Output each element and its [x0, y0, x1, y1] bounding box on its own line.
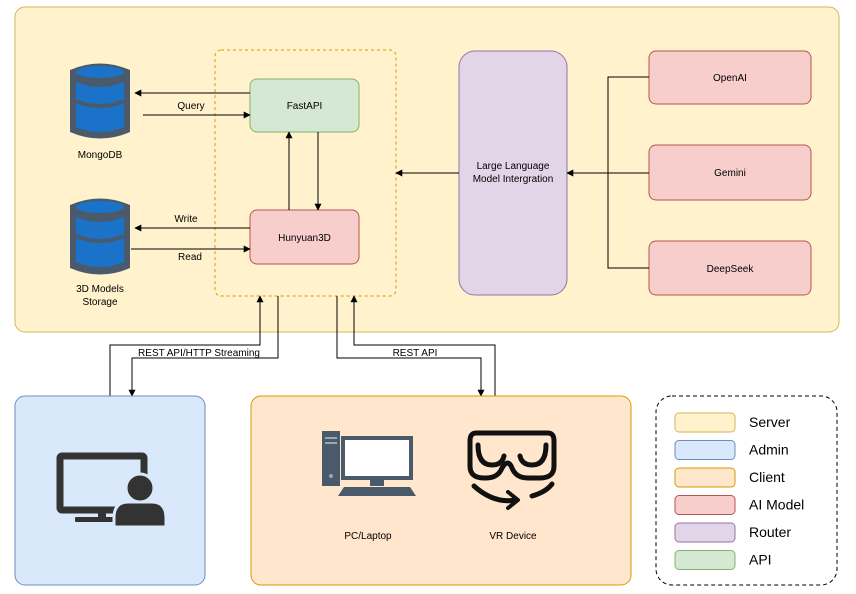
rest-http-label: REST API/HTTP Streaming [138, 348, 260, 359]
deepseek-label: DeepSeek [707, 264, 755, 275]
legend-label: Admin [749, 442, 789, 458]
rest-api-label: REST API [393, 348, 438, 359]
openai-label: OpenAI [713, 73, 747, 84]
vr-headset-icon [467, 430, 557, 510]
legend-swatch [674, 412, 736, 433]
pc-label: PC/Laptop [344, 531, 392, 542]
gemini-label: Gemini [714, 168, 746, 179]
legend-label: AI Model [749, 497, 804, 513]
legend-swatch [674, 467, 736, 488]
legend-swatch [674, 550, 736, 570]
fastapi-node [249, 78, 360, 133]
admin-container [14, 395, 206, 586]
edge-admin-to-server [109, 295, 264, 396]
models-storage-label-line1: 3D Models [76, 284, 124, 295]
hunyuan-node [249, 209, 360, 265]
query-label: Query [177, 101, 204, 112]
legend-label: Server [749, 414, 791, 430]
legend-swatch [674, 440, 736, 460]
legend-label: Client [749, 469, 785, 485]
client-container [250, 395, 632, 586]
server-container [14, 6, 840, 333]
fastapi-label: FastAPI [287, 101, 323, 112]
models-storage-label-line2: Storage [82, 297, 117, 308]
read-label: Read [178, 252, 202, 263]
mongodb-label: MongoDB [78, 150, 123, 161]
llm-label-line2: Model Intergration [473, 174, 554, 185]
database-icon [70, 63, 130, 139]
hunyuan-label: Hunyuan3D [278, 233, 331, 244]
edge-server-to-admin [128, 296, 279, 397]
llm-router-node [458, 50, 568, 296]
legend-label: Router [749, 524, 791, 540]
edge-server-to-client [336, 296, 485, 397]
edge-client-to-server [350, 295, 496, 396]
vr-label: VR Device [489, 531, 537, 542]
legend-swatch [674, 522, 736, 543]
computer-user-icon [56, 452, 168, 529]
legend-swatch [674, 495, 736, 515]
database-icon [70, 198, 130, 275]
desktop-pc-icon [322, 431, 416, 496]
llm-label-line1: Large Language [477, 161, 550, 172]
write-label: Write [174, 214, 198, 225]
legend-label: API [749, 552, 772, 568]
